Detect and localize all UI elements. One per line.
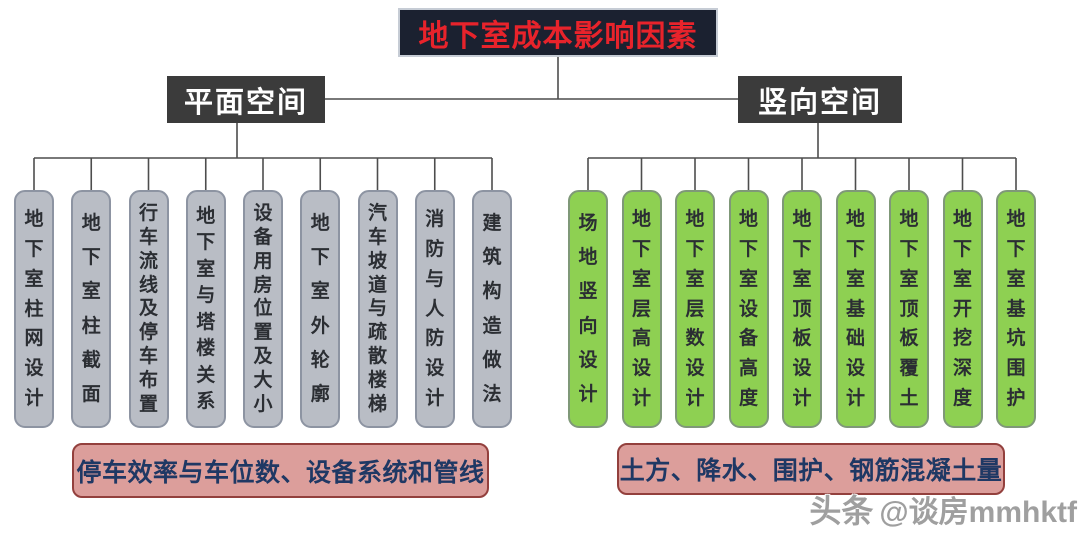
factor-box: 地下室与塔楼关系 [185,190,226,428]
branch-header-vertical-space: 竖向空间 [738,76,902,123]
factor-box: 地下室层高设计 [621,190,662,428]
diagram-title: 地下室成本影响因素 [398,8,718,57]
factor-box: 地下室开挖深度 [942,190,983,428]
factor-box: 地下室层数设计 [675,190,715,428]
factor-box: 地下室设备高度 [728,190,769,428]
factor-box: 设备用房位置及大小 [243,190,283,428]
branch-header-plane-space: 平面空间 [167,76,325,123]
factor-box: 地下室顶板设计 [782,190,822,428]
factor-box: 地下室基坑围护 [996,190,1036,428]
factor-box: 消防与人防设计 [414,190,455,428]
vertical-space-factors: 场地竖向设计 地下室层高设计 地下室层数设计 地下室设备高度 地下室顶板设计 地… [568,190,1036,428]
factor-box: 地下室基础设计 [835,190,876,428]
factor-box: 地下室柱网设计 [14,190,54,428]
factor-box: 地下室柱截面 [71,190,112,428]
plane-space-factors: 地下室柱网设计 地下室柱截面 行车流线及停车布置 地下室与塔楼关系 设备用房位置… [14,190,512,428]
factor-box: 场地竖向设计 [568,190,608,428]
watermark-handle: @谈房mmhktf [879,496,1077,529]
factor-box: 汽车坡道与疏散楼梯 [357,190,398,428]
watermark-brand: 头条 [809,493,874,529]
factor-box: 建筑构造做法 [472,190,512,428]
factor-box: 行车流线及停车布置 [128,190,169,428]
vertical-space-summary: 土方、降水、围护、钢筋混凝土量 [617,443,1005,495]
plane-space-summary: 停车效率与车位数、设备系统和管线 [72,443,489,498]
factor-box: 地下室外轮廓 [300,190,341,428]
watermark: 头条@谈房mmhktf [809,486,1077,532]
factor-box: 地下室顶板覆土 [889,190,929,428]
